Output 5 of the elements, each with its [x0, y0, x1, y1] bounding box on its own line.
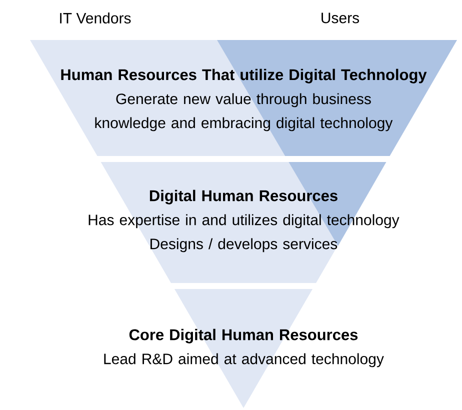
funnel-band: Core Digital Human Resources Lead R&D aimed at advanced technology	[104, 289, 384, 408]
column-heading: Users	[322, 12, 360, 24]
funnel-band: Digital Human Resources Has expertise in and utilizes digital technology Designs / develops services	[88, 162, 400, 283]
column-heading: IT Vendors	[60, 12, 131, 24]
funnel-band: Human Resources That utilize Digital Technology Generate new value through business knowledge and embracing digital technology	[30, 40, 457, 156]
